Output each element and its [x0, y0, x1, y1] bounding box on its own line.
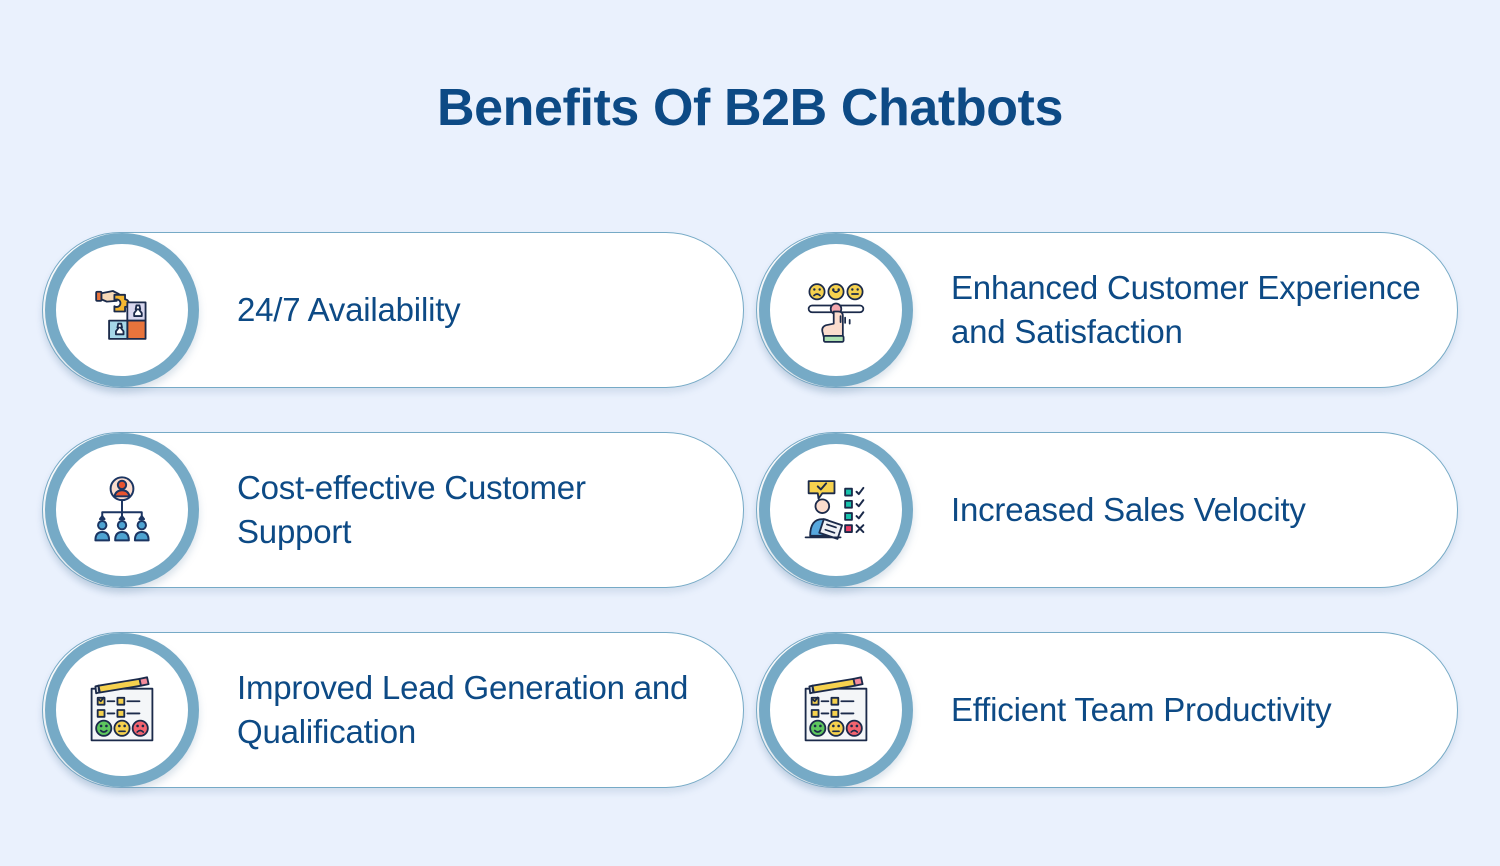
benefit-label: Cost-effective Customer Support: [237, 469, 586, 550]
benefit-card-availability[interactable]: 24/7 Availability: [42, 232, 744, 388]
benefit-label: Efficient Team Productivity: [951, 691, 1332, 729]
benefit-card-customer-experience[interactable]: Enhanced Customer Experience and Satisfa…: [756, 232, 1458, 388]
page-title: Benefits Of B2B Chatbots: [436, 79, 1063, 137]
benefit-label: Enhanced Customer Experience and Satisfa…: [951, 269, 1421, 350]
benefit-label: 24/7 Availability: [237, 291, 461, 329]
benefit-label: Increased Sales Velocity: [951, 491, 1306, 529]
person-checklist-icon: [759, 433, 913, 587]
benefit-card-cost-effective-support[interactable]: Cost-effective Customer Support: [42, 432, 744, 588]
satisfaction-rating-icon: [759, 233, 913, 387]
benefit-card-sales-velocity[interactable]: Increased Sales Velocity: [756, 432, 1458, 588]
puzzle-hand-icon: [45, 233, 199, 387]
team-hierarchy-icon: [45, 433, 199, 587]
benefit-label: Improved Lead Generation and Qualificati…: [237, 669, 689, 750]
benefit-card-lead-generation[interactable]: Improved Lead Generation and Qualificati…: [42, 632, 744, 788]
benefits-grid: 24/7 Availability: [42, 232, 1458, 788]
benefit-card-team-productivity[interactable]: Efficient Team Productivity: [756, 632, 1458, 788]
survey-clipboard-icon: [759, 633, 913, 787]
survey-clipboard-icon: [45, 633, 199, 787]
